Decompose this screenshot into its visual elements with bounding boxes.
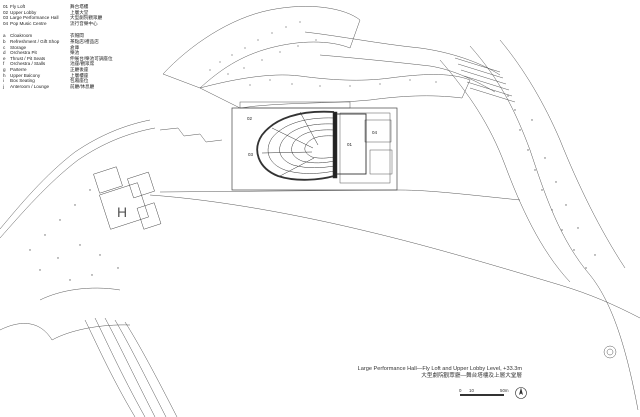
hall-label: 03 (248, 152, 254, 157)
legend-item: g Parterre 正廳後座 (3, 67, 153, 73)
scale-bar-line (460, 394, 504, 396)
drawing-caption: Large Performance Hall—Fly Loft and Uppe… (358, 366, 522, 380)
legend-chinese: 正廳後座 (70, 66, 89, 72)
legend-english: Large Performance Hall (10, 15, 59, 21)
legend-key: g (3, 66, 6, 72)
caption-english: Large Performance Hall—Fly Loft and Uppe… (357, 366, 522, 372)
legend-english: Storage (10, 44, 27, 50)
legend-chinese: 上層大堂 (70, 9, 89, 15)
legend-english: Anteroom / Lounge (10, 83, 50, 89)
legend-chinese: 池座/觀眾席 (70, 61, 95, 67)
legend-item: b Refreshment / Gift Shop 茶點店/禮品店 (3, 39, 153, 45)
legend-key: a (3, 33, 6, 39)
legend-item: 04 Pop Music Centre 流行音樂中心 (3, 21, 153, 27)
legend-chinese: 流行音樂中心 (70, 20, 98, 26)
legend-item: i Box Seating 包廂座位 (3, 78, 153, 84)
legend-chinese: 上層樓座 (70, 72, 89, 78)
legend-chinese: 舞台塔樓 (70, 4, 89, 9)
legend-item: 01 Fly Loft 舞台塔樓 (3, 4, 153, 10)
legend-chinese: 茶點店/禮品店 (70, 38, 99, 44)
site-linework (0, 6, 640, 417)
plan-labels: H 01 02 03 04 (117, 116, 378, 220)
legend-chinese: 伸展台/樂池可調座位 (70, 55, 113, 61)
legend-key: e (3, 55, 6, 61)
legend: 01 Fly Loft 舞台塔樓 02 Upper Lobby 上層大堂 03 … (3, 4, 153, 89)
legend-key: 02 (3, 9, 9, 15)
legend-key: 03 (3, 15, 9, 21)
legend-item: 02 Upper Lobby 上層大堂 (3, 10, 153, 16)
legend-item: f Orchestra / Stalls 池座/觀眾席 (3, 61, 153, 67)
legend-english: Cloakroom (10, 33, 33, 39)
legend-item: h Upper Balcony 上層樓座 (3, 73, 153, 79)
scale-bar: 0 10 50m (459, 388, 550, 402)
legend-item: 03 Large Performance Hall 大型劇院觀眾廳 (3, 15, 153, 21)
legend-key: h (3, 72, 6, 78)
legend-chinese: 包廂座位 (70, 78, 89, 84)
legend-chinese: 前廳/休息廳 (70, 83, 95, 89)
legend-item: d Orchestra Pit 樂池 (3, 50, 153, 56)
scale-zero: 0 (459, 388, 462, 393)
legend-item: a Cloakroom 衣帽間 (3, 33, 153, 39)
legend-key: i (3, 78, 5, 84)
pop-centre-label: 04 (372, 130, 378, 135)
scale-mark-50: 50m (500, 388, 509, 393)
upper-lobby-label: 02 (247, 116, 253, 121)
scale-mark-10: 10 (469, 388, 474, 393)
legend-key: 04 (3, 20, 9, 26)
scale-bar-segment (471, 394, 482, 396)
legend-key: j (3, 83, 5, 89)
legend-item: c Storage 倉庫 (3, 45, 153, 51)
caption-chinese: 大型劇院觀眾廳—舞台塔樓及上層大堂層 (421, 373, 522, 379)
legend-english: Pop Music Centre (10, 20, 47, 26)
legend-english: Parterre (10, 66, 27, 72)
helipad-label: H (117, 204, 127, 220)
legend-key: b (3, 38, 6, 44)
legend-chinese: 樂池 (70, 50, 80, 56)
legend-key: d (3, 50, 6, 56)
legend-english: Box Seating (10, 78, 35, 84)
legend-english: Upper Balcony (10, 72, 41, 78)
legend-chinese: 大型劇院觀眾廳 (70, 15, 103, 21)
north-arrow-icon (515, 387, 527, 399)
legend-item: j Anteroom / Lounge 前廳/休息廳 (3, 84, 153, 90)
legend-key: 01 (3, 4, 9, 9)
legend-english: Thrust / Pit Seats (10, 55, 46, 61)
legend-english: Orchestra / Stalls (10, 61, 46, 67)
legend-key: f (3, 61, 5, 67)
fly-loft-label: 01 (347, 142, 353, 147)
legend-key: c (3, 44, 6, 50)
legend-item: e Thrust / Pit Seats 伸展台/樂池可調座位 (3, 56, 153, 62)
legend-english: Upper Lobby (10, 9, 37, 15)
legend-english: Refreshment / Gift Shop (10, 38, 60, 44)
legend-chinese: 倉庫 (70, 44, 80, 50)
landscape-texture (29, 21, 596, 281)
legend-chinese: 衣帽間 (70, 33, 84, 39)
legend-english: Orchestra Pit (10, 50, 37, 56)
legend-english: Fly Loft (10, 4, 26, 9)
